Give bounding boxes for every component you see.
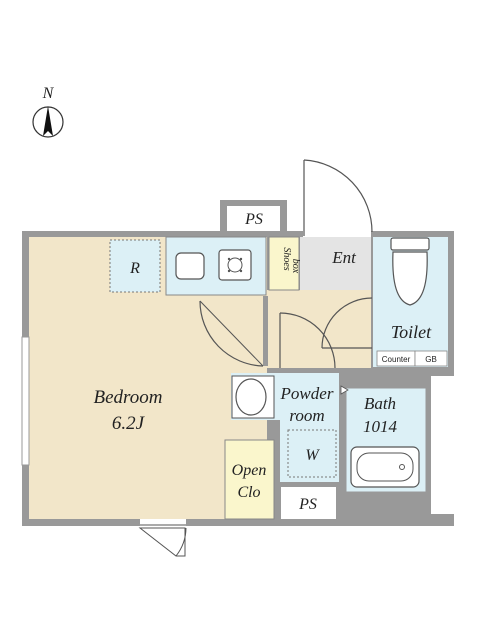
shoes-box xyxy=(268,236,300,291)
balcony-door xyxy=(138,519,187,557)
north-compass: N xyxy=(32,85,64,138)
bedroom-partition xyxy=(263,296,268,366)
bedroom-window xyxy=(21,336,30,466)
stove-icon xyxy=(218,249,252,281)
powder-room-label-line2: room xyxy=(289,406,324,425)
toilet-icon xyxy=(390,237,430,306)
open-closet-label-line1: Open xyxy=(232,462,267,479)
washer-label: W xyxy=(305,447,320,464)
shoes-box-label-line1: Shoes xyxy=(281,247,292,270)
washbasin-icon xyxy=(231,375,275,419)
open-closet xyxy=(224,439,275,520)
pipe-space-top xyxy=(227,206,280,231)
bedroom-door xyxy=(199,300,264,367)
entrance-floor xyxy=(300,237,371,290)
bath-door-marker xyxy=(340,385,349,395)
pipe-space-bottom xyxy=(281,487,336,519)
front-door xyxy=(303,159,373,237)
bathtub-icon xyxy=(350,446,420,488)
bath-label-line1: Bath xyxy=(364,394,396,413)
counter-label: Counter xyxy=(382,355,411,364)
pipe-space-top-label: PS xyxy=(244,211,263,228)
entrance-label: Ent xyxy=(331,248,357,267)
grab-bar-box xyxy=(414,350,448,367)
toilet-door xyxy=(321,297,373,349)
bedroom-label: Bedroom xyxy=(94,387,163,408)
bath-label-line2: 1014 xyxy=(363,417,398,436)
powder-room-label-line1: Powder xyxy=(280,384,334,403)
outdoor-notch xyxy=(431,371,454,519)
toilet-label: Toilet xyxy=(391,322,432,342)
refrigerator-space xyxy=(109,239,161,293)
outdoor-notch-wall-bottom xyxy=(431,514,454,519)
grab-bar-label: GB xyxy=(425,355,437,364)
sink-icon xyxy=(175,252,205,280)
pipe-space-bottom-label: PS xyxy=(298,496,317,513)
powder-room-door xyxy=(279,312,336,369)
refrigerator-label: R xyxy=(129,260,140,277)
washer-space xyxy=(287,429,337,478)
open-closet-label-line2: Clo xyxy=(237,484,260,501)
outdoor-notch-wall xyxy=(431,371,454,376)
compass-label: N xyxy=(42,85,55,102)
bedroom-size: 6.2J xyxy=(112,413,146,434)
shoes-box-label-line2: box xyxy=(290,259,301,274)
